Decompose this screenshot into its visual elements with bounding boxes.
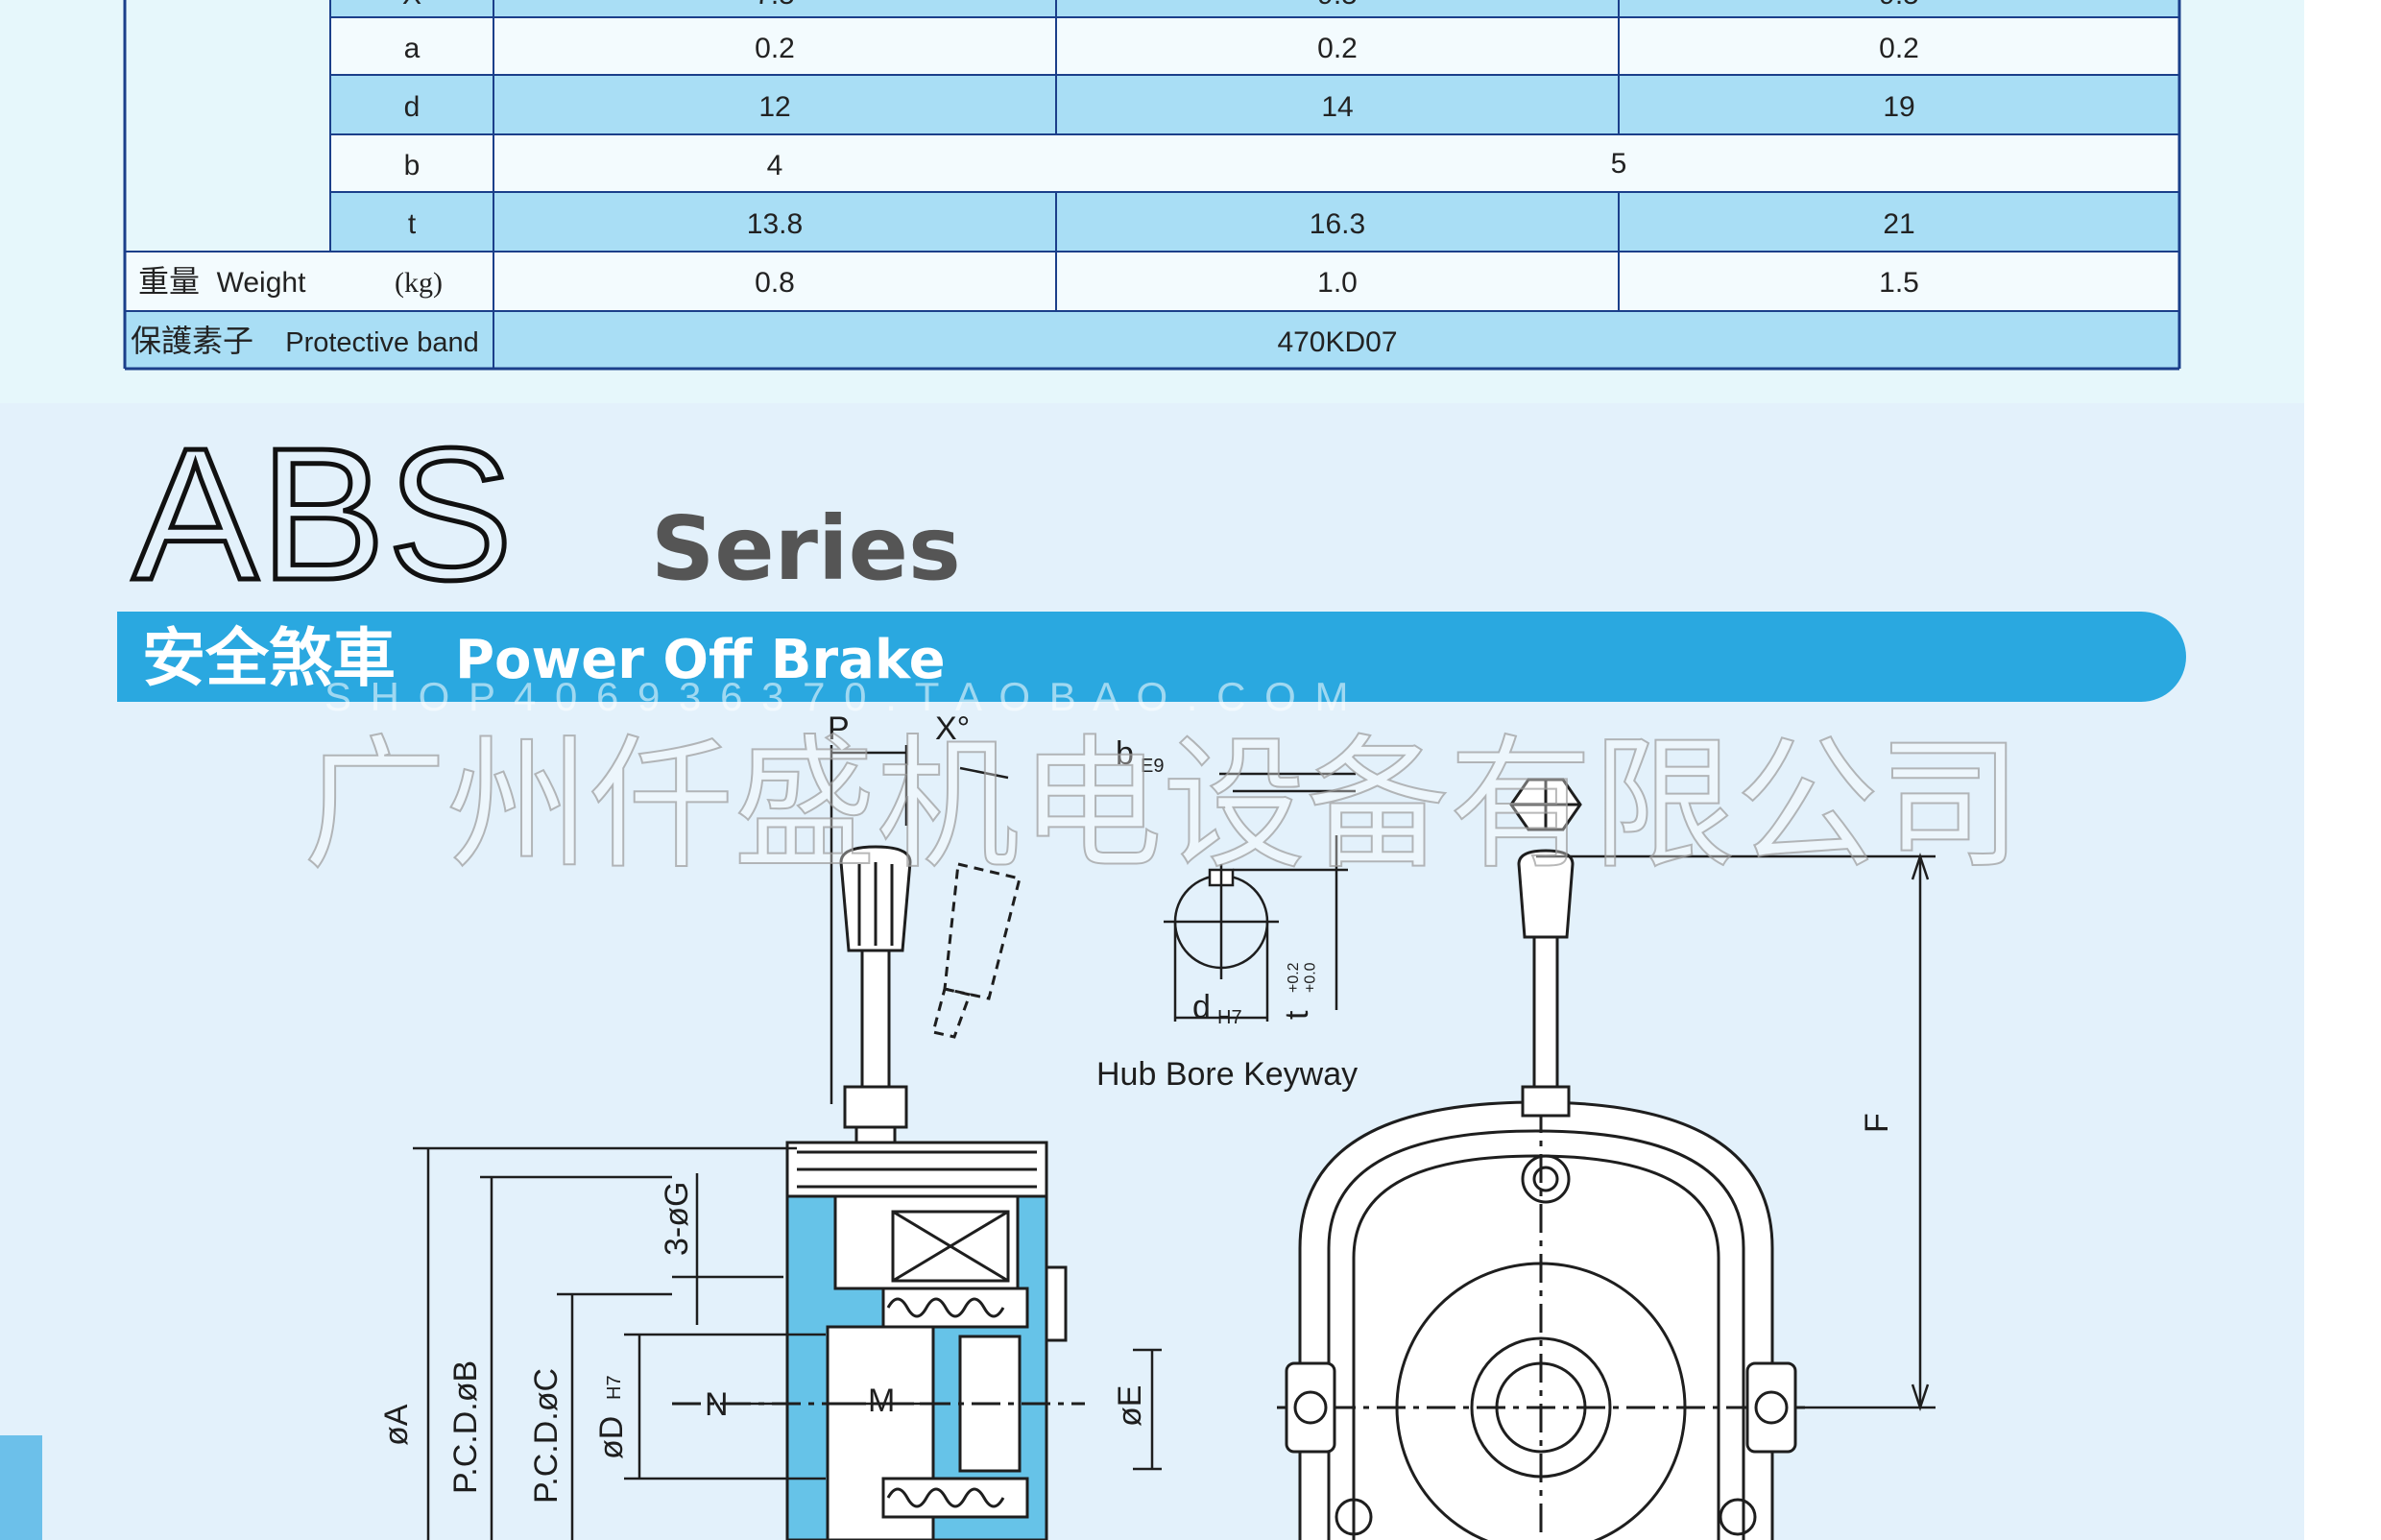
- weight-val-1: 0.8: [755, 267, 795, 299]
- drawing-labels: P X° b E9 d H7 t +0.2+0.0 Hub Bore Keywa…: [378, 710, 1895, 1504]
- abs-logo: ABS: [132, 409, 515, 619]
- power-off-banner: [117, 612, 2186, 702]
- label-hub-bore-keyway: Hub Bore Keyway: [1096, 1056, 1358, 1093]
- row-t-val-2: 16.3: [1310, 208, 1365, 240]
- label-d: d: [1192, 989, 1211, 1025]
- watermark-company: 广州仟盛机电设备有限公司: [303, 722, 2022, 889]
- label-t: t: [1279, 1010, 1315, 1020]
- cut-row-val-3: 9.5: [1879, 0, 1919, 11]
- protective-label-en: Protective band: [285, 327, 479, 358]
- weight-label-zh: 重量: [138, 264, 200, 299]
- label-d-bore: øD: [593, 1416, 630, 1459]
- banner-zh: 安全煞車: [142, 621, 396, 695]
- watermark-shop: S H O P 4 0 6 9 3 6 3 7 0 . T A O B A O …: [325, 674, 1352, 719]
- cut-row-val-2: 9.5: [1317, 0, 1358, 11]
- label-m: M: [868, 1383, 895, 1419]
- lever-swung-outline: [931, 862, 1022, 1039]
- label-col-d-bg: [330, 75, 493, 134]
- label-x-deg: X°: [935, 710, 970, 747]
- label-3-g: 3-øG: [659, 1182, 695, 1256]
- row-t-bg: [330, 192, 2179, 252]
- label-b: b: [1116, 735, 1134, 772]
- row-t-val-3: 21: [1883, 208, 1914, 240]
- label-c-pcd: P.C.D.øC: [528, 1368, 565, 1504]
- weight-val-2: 1.0: [1317, 267, 1358, 299]
- brake-drawing: [413, 745, 1936, 1540]
- weight-unit: (kg): [395, 267, 443, 299]
- row-d-val-1: 12: [758, 91, 790, 123]
- row-b-label: b: [404, 150, 421, 181]
- label-a: øA: [378, 1404, 415, 1446]
- row-t-val-1: 13.8: [747, 208, 803, 240]
- label-p: P: [828, 710, 850, 747]
- row-d-val-2: 14: [1321, 91, 1353, 123]
- spec-table-text: X 7.5 9.5 9.5 a 0.2 0.2 0.2 d 12 14 19 b…: [131, 0, 1919, 358]
- cut-row-label: X: [402, 0, 421, 11]
- banner-en: Power Off Brake: [455, 629, 946, 691]
- brake-front-view: [1277, 778, 1936, 1540]
- row-d-bg: [330, 75, 2179, 134]
- label-d-bore-sub: H7: [604, 1375, 625, 1400]
- row-a-label: a: [404, 33, 421, 64]
- row-protective-bg: [125, 311, 2179, 369]
- row-d-label: d: [404, 91, 421, 123]
- row-x-bg: [330, 0, 2179, 17]
- row-a-val-3: 0.2: [1879, 33, 1919, 64]
- weight-val-3: 1.5: [1879, 267, 1919, 299]
- row-b-bg: [330, 134, 2179, 192]
- label-col-t-bg: [330, 192, 493, 252]
- label-d-sub: H7: [1217, 1007, 1242, 1028]
- label-n: N: [705, 1386, 729, 1423]
- row-b-val-merged: 5: [1611, 148, 1627, 180]
- left-dimension-lines: [413, 745, 1162, 1540]
- row-a-bg: [330, 17, 2179, 75]
- row-a-val-2: 0.2: [1317, 33, 1358, 64]
- row-t-label: t: [408, 208, 417, 240]
- row-b-val-1: 4: [767, 150, 783, 181]
- row-d-val-3: 19: [1883, 91, 1914, 123]
- label-b-pcd: P.C.D.øB: [447, 1360, 484, 1494]
- label-f: F: [1859, 1113, 1895, 1133]
- label-t-tol: +0.2+0.0: [1286, 962, 1319, 993]
- row-weight-bg: [125, 252, 2179, 311]
- series-label: Series: [651, 497, 961, 600]
- label-b-sub: E9: [1141, 756, 1164, 777]
- protective-label-zh: 保護素子: [131, 324, 253, 358]
- cut-row-val-1: 7.5: [755, 0, 795, 11]
- left-edge-tab: [0, 1435, 42, 1540]
- row-a-val-1: 0.2: [755, 33, 795, 64]
- weight-label-en: Weight: [217, 267, 306, 299]
- label-e: øE: [1112, 1385, 1148, 1427]
- hub-bore-keyway: [1164, 772, 1356, 1022]
- protective-value: 470KD07: [1277, 326, 1397, 358]
- brake-body-section: [672, 1141, 1085, 1540]
- spec-table: [123, 0, 2181, 371]
